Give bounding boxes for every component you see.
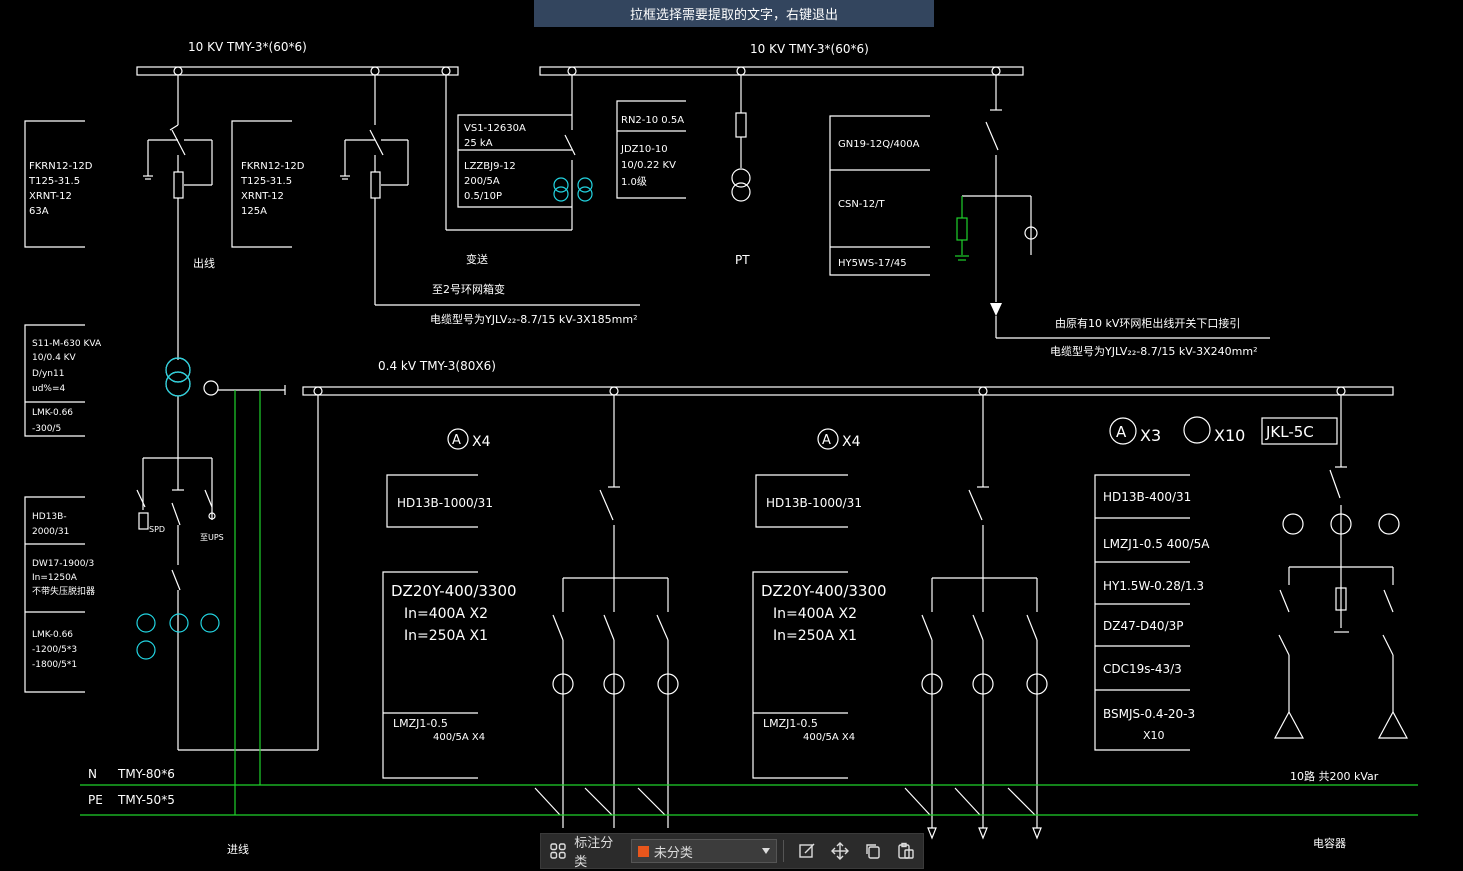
bus-10kv-right-label: 10 KV TMY-3*(60*6) xyxy=(750,42,869,56)
category-value: 未分类 xyxy=(653,845,693,861)
dz-b-line: DZ20Y-400/3300 xyxy=(761,582,887,600)
box-hd-line: In=1250A xyxy=(32,573,78,583)
cap-box-line: BSMJS-0.4-20-3 xyxy=(1103,707,1195,721)
box-rn-line: RN2-10 0.5A xyxy=(621,115,684,126)
box-hd-line: -1800/5*1 xyxy=(32,660,77,670)
box-tr-line: LMK-0.66 xyxy=(32,408,73,418)
cable2-label: 电缆型号为YJLV₂₂-8.7/15 kV-3X240mm² xyxy=(1050,344,1257,358)
n-bus-label: TMY-80*6 xyxy=(117,767,175,781)
dz-b-line: LMZJ1-0.5 xyxy=(763,717,818,730)
box-hd-line: LMK-0.66 xyxy=(32,630,73,640)
box-vs-line: LZZBJ9-12 xyxy=(464,161,516,172)
box1-line: XRNT-12 xyxy=(29,191,72,202)
dz-a-line: In=400A X2 xyxy=(404,606,488,622)
bus-10kv-left-label: 10 KV TMY-3*(60*6) xyxy=(188,40,307,54)
box-vs-line: VS1-12630A xyxy=(464,123,526,134)
cap-box-line: HY1.5W-0.28/1.3 xyxy=(1103,579,1204,593)
ammeter-c-label: A xyxy=(1116,423,1127,441)
cap-box-line: X10 xyxy=(1143,729,1165,742)
edit-icon[interactable] xyxy=(794,838,819,864)
box-rn-line: 10/0.22 KV xyxy=(621,160,676,171)
to-box2-label: 至2号环网箱变 xyxy=(432,282,505,296)
dz-a-line: DZ20Y-400/3300 xyxy=(391,582,517,600)
jinxian-label: 进线 xyxy=(227,842,249,856)
box-tr-line: ud%=4 xyxy=(32,384,66,394)
box-hd-line: 2000/31 xyxy=(32,527,69,537)
cap-box-line: CDC19s-43/3 xyxy=(1103,662,1182,676)
box-gn-line: HY5WS-17/45 xyxy=(838,258,907,269)
box1-line: 63A xyxy=(29,206,49,217)
box1-line: FKRN12-12D xyxy=(29,161,93,172)
category-label: 标注分类 xyxy=(574,836,614,870)
dz-a-line: 400/5A X4 xyxy=(433,732,485,743)
pe-label: PE xyxy=(88,793,103,807)
x3-label: X3 xyxy=(1140,426,1161,445)
paste-icon[interactable] xyxy=(894,838,919,864)
box-tr-line: D/yn11 xyxy=(32,369,64,379)
box-hd-line: HD13B- xyxy=(32,512,67,522)
box-hd-line: 不带失压脱扣器 xyxy=(32,585,95,597)
x10-label: X10 xyxy=(1214,426,1245,445)
box-hd-line: -1200/5*3 xyxy=(32,645,77,655)
category-select[interactable]: 未分类 xyxy=(630,839,777,863)
dz-b-line: 400/5A X4 xyxy=(803,732,855,743)
box-gn-line: GN19-12Q/400A xyxy=(838,139,920,150)
chuxian-label: 出线 xyxy=(193,256,215,270)
cap-box-line: HD13B-400/31 xyxy=(1103,490,1191,504)
ups-label: 至UPS xyxy=(200,533,224,542)
pe-bus-label: TMY-50*5 xyxy=(117,793,175,807)
dz-a-line: In=250A X1 xyxy=(404,628,488,644)
annotation-toolbar: 标注分类 未分类 xyxy=(540,833,924,870)
box1-line: T125-31.5 xyxy=(28,176,80,187)
box2-line: 125A xyxy=(241,206,267,217)
box-rn-line: 1.0级 xyxy=(621,176,647,188)
x4a-label: X4 xyxy=(472,434,491,450)
hd1000b-label: HD13B-1000/31 xyxy=(766,496,862,510)
biansong-label: 变送 xyxy=(466,252,488,266)
box-hd-line: DW17-1900/3 xyxy=(32,559,94,569)
box-tr-line: -300/5 xyxy=(32,424,61,434)
ammeter-b-label: A xyxy=(822,433,831,448)
from-orig-label: 由原有10 kV环网柜出线开关下口接引 xyxy=(1055,316,1240,330)
selection-hint-banner: 拉框选择需要提取的文字，右键退出 xyxy=(534,0,934,27)
chevron-down-icon xyxy=(761,848,770,854)
box-vs-line: 0.5/10P xyxy=(464,191,502,202)
toolbar-divider xyxy=(782,840,784,862)
cap-box-line: LMZJ1-0.5 400/5A xyxy=(1103,537,1210,551)
dz-a-line: LMZJ1-0.5 xyxy=(393,717,448,730)
dz-b-line: In=400A X2 xyxy=(773,606,857,622)
grid-icon[interactable] xyxy=(545,838,570,864)
bus-04kv-label: 0.4 kV TMY-3(80X6) xyxy=(378,359,496,373)
box2-line: FKRN12-12D xyxy=(241,161,305,172)
box-gn-line: CSN-12/T xyxy=(838,199,886,210)
cap-total-label: 10路 共200 kVar xyxy=(1290,770,1379,783)
cap-box-line: DZ47-D40/3P xyxy=(1103,619,1183,633)
box-tr-line: S11-M-630 KVA xyxy=(32,339,102,349)
n-label: N xyxy=(88,767,97,781)
jkl-label: JKL-5C xyxy=(1265,423,1314,441)
box-vs-line: 25 kA xyxy=(464,138,493,149)
spd-label: SPD xyxy=(149,525,165,534)
hd1000a-label: HD13B-1000/31 xyxy=(397,496,493,510)
move-icon[interactable] xyxy=(827,838,852,864)
rongqi-label: 电容器 xyxy=(1313,836,1346,850)
pt-label: PT xyxy=(735,253,750,267)
color-swatch xyxy=(637,845,649,857)
box-rn-line: JDZ10-10 xyxy=(620,144,668,155)
dz-b-line: In=250A X1 xyxy=(773,628,857,644)
box-vs-line: 200/5A xyxy=(464,176,500,187)
copy-icon[interactable] xyxy=(860,838,885,864)
x4b-label: X4 xyxy=(842,434,861,450)
ammeter-a-label: A xyxy=(452,433,461,448)
box2-line: XRNT-12 xyxy=(241,191,284,202)
box2-line: T125-31.5 xyxy=(240,176,292,187)
box-tr-line: 10/0.4 KV xyxy=(32,353,77,363)
cable1-label: 电缆型号为YJLV₂₂-8.7/15 kV-3X185mm² xyxy=(430,312,637,326)
